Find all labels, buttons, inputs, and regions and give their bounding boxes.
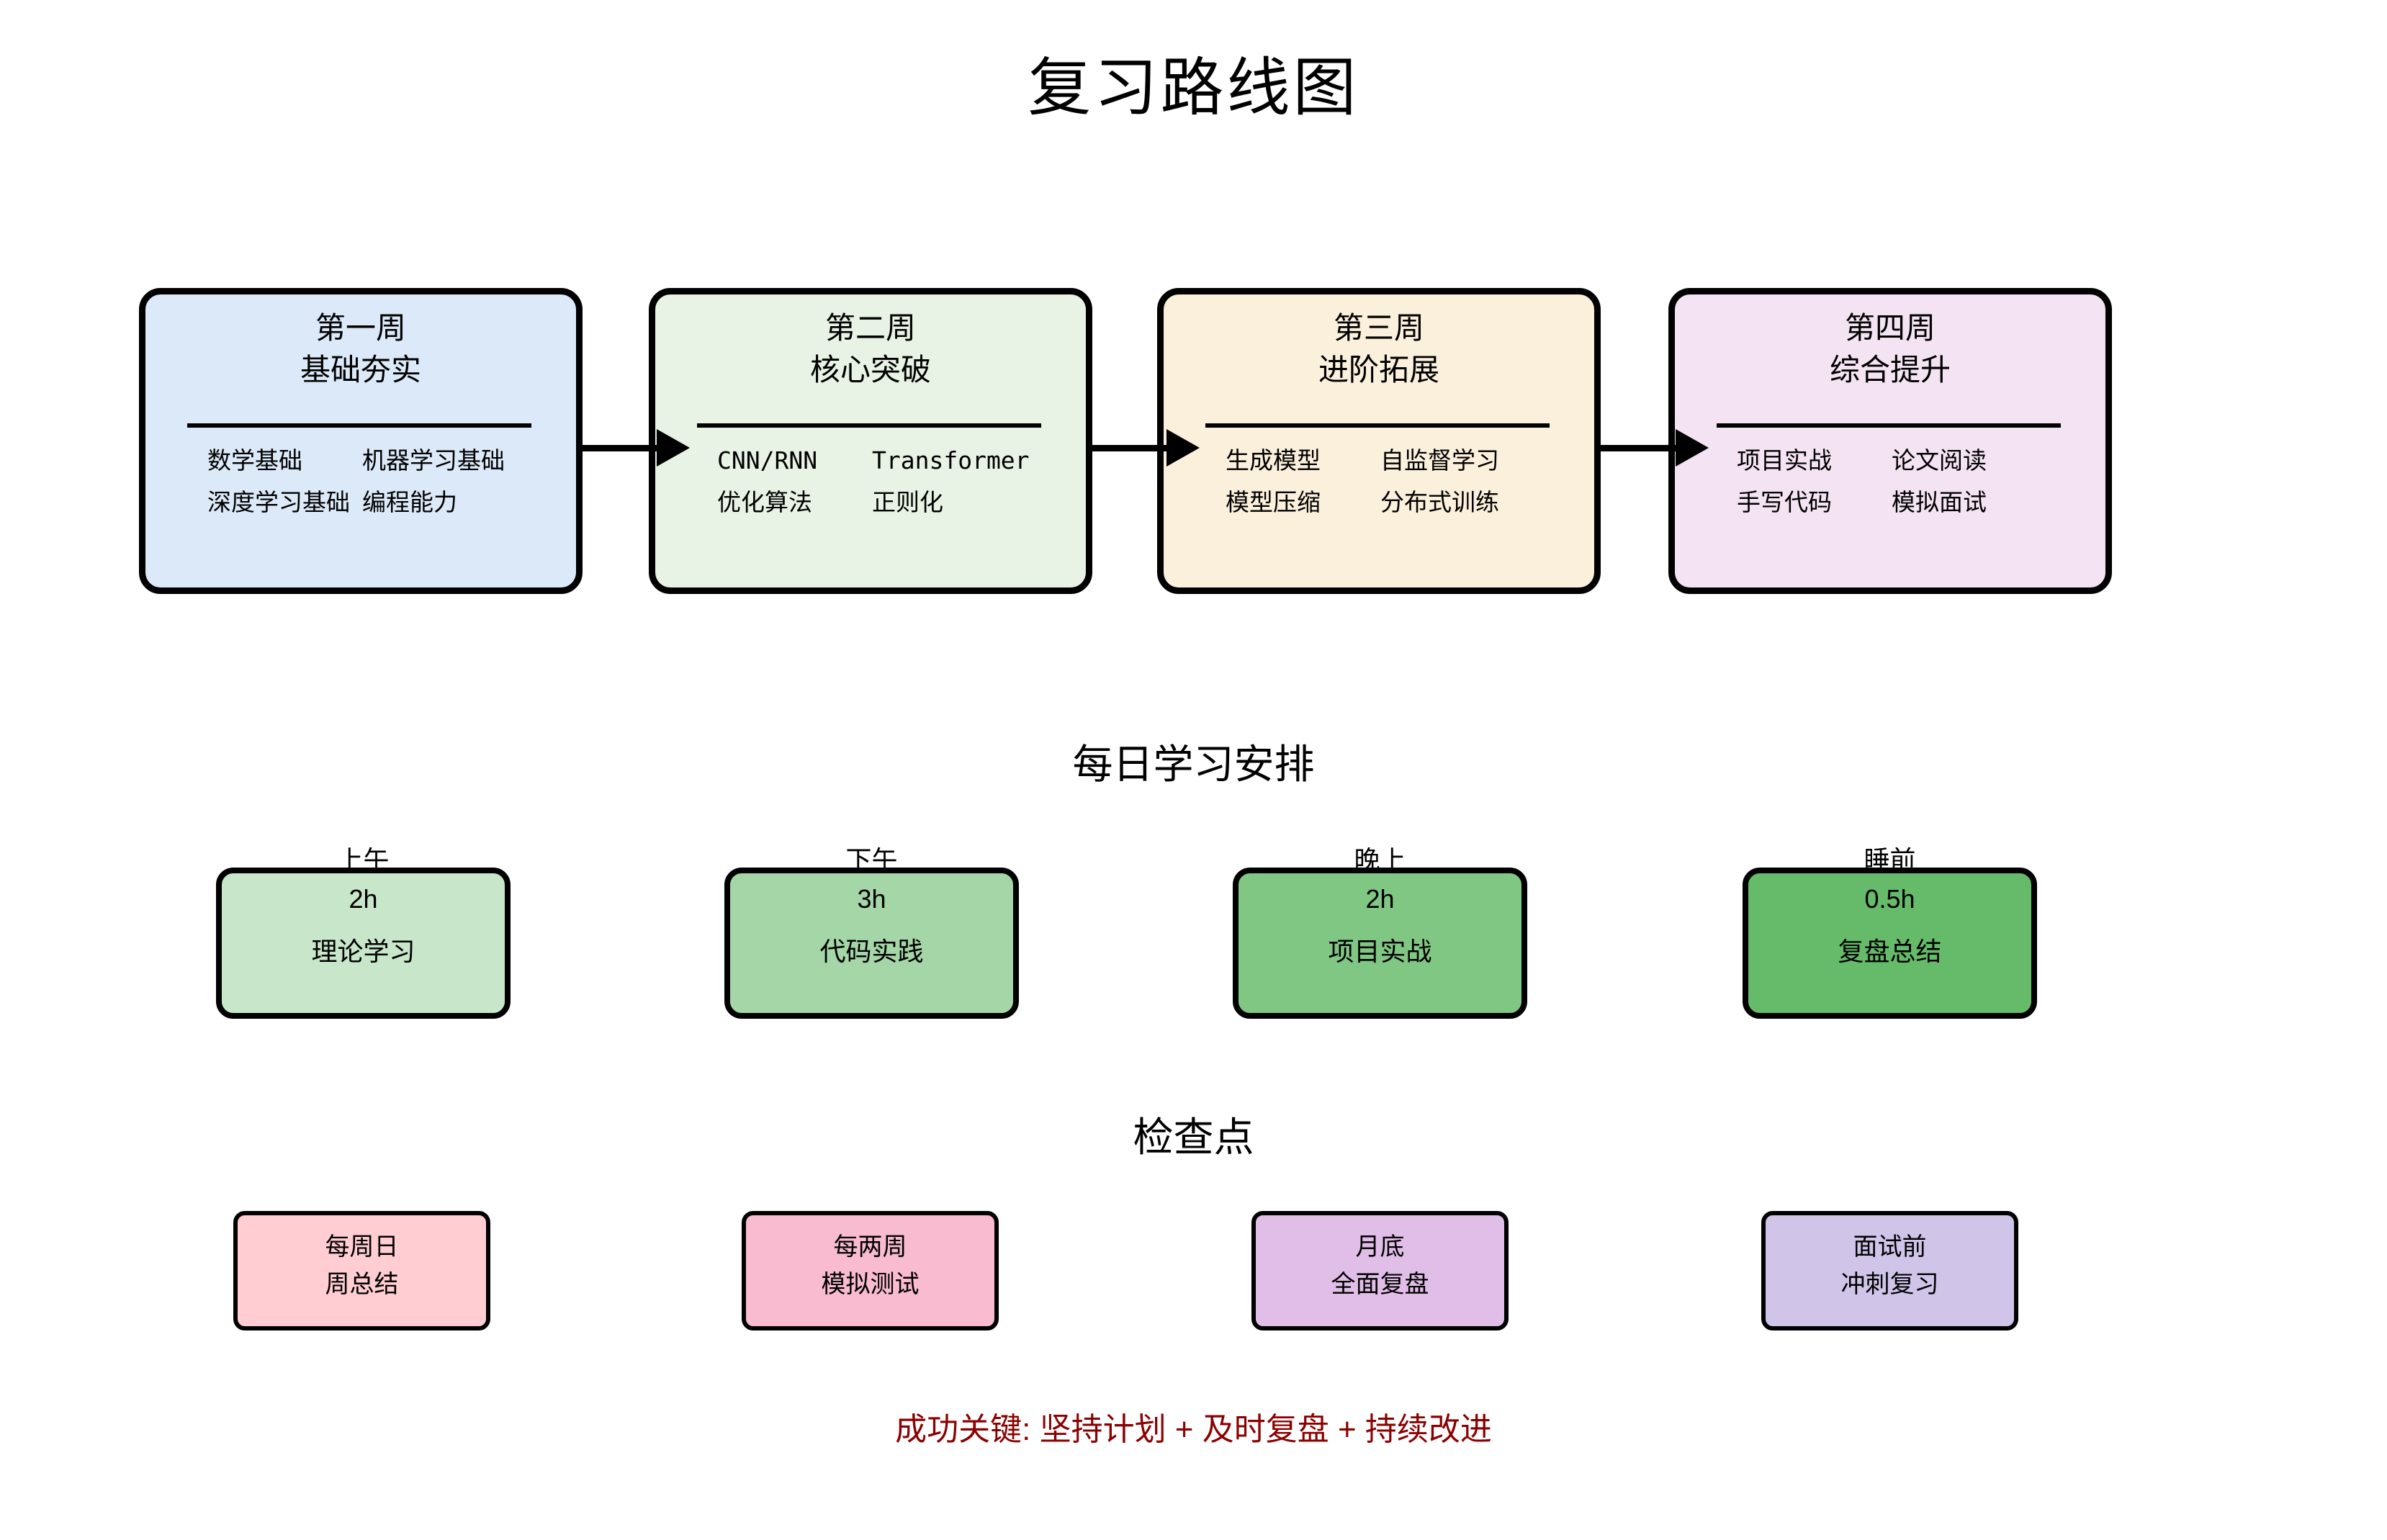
week-topic: Transformer [872,446,1030,474]
daily-slot-morning: 上午 2h 理论学习 [216,845,511,1019]
week-topic: 模型压缩 [1226,488,1321,516]
flow-arrow [1090,429,1205,467]
divider [187,423,531,428]
checkpoint-when: 每周日 [325,1233,399,1261]
week-focus: 基础夯实 [300,353,421,387]
arrow-shaft [580,445,660,451]
week-name: 第二周 [824,311,916,345]
week-name: 第三周 [1333,311,1424,345]
week-topic: 自监督学习 [1380,446,1499,474]
checkpoint-when: 面试前 [1853,1233,1927,1261]
daily-activity: 代码实践 [819,937,924,966]
week-topic: 正则化 [872,488,943,516]
week-topic: 手写代码 [1737,488,1832,516]
week-card-title: 第二周 核心突破 [655,307,1086,391]
checkpoint-what: 周总结 [325,1271,399,1298]
checkpoint-text: 面试前 冲刺复习 [1766,1215,2014,1303]
daily-slot-afternoon: 下午 3h 代码实践 [724,845,1019,1019]
daily-slot-head: 上午 2h [222,841,505,919]
week-name: 第四周 [1844,311,1936,345]
daily-period: 睡前 [1864,845,1916,875]
daily-activity: 项目实战 [1328,937,1432,966]
daily-schedule-heading: 每日学习安排 [1072,742,1315,787]
daily-duration: 0.5h [1864,884,1915,914]
divider [1717,423,2061,428]
checkpoint-month-end: 月底 全面复盘 [1251,1211,1509,1330]
week-name: 第一周 [315,311,406,345]
daily-period: 晚上 [1354,845,1406,875]
week-card-title: 第一周 基础夯实 [145,307,576,391]
week-topic: 分布式训练 [1380,488,1499,516]
daily-slot-evening: 晚上 2h 项目实战 [1233,845,1527,1019]
checkpoint-what: 模拟测试 [821,1271,920,1298]
daily-activity: 复盘总结 [1838,937,1942,966]
checkpoint-biweekly: 每两周 模拟测试 [742,1211,999,1330]
week-focus: 核心突破 [809,353,931,387]
week-card-4: 第四周 综合提升 项目实战 论文阅读 手写代码 模拟面试 [1668,288,2112,594]
divider [697,423,1041,428]
arrow-right-icon [1676,429,1709,467]
daily-period: 上午 [337,845,390,875]
checkpoint-text: 月底 全面复盘 [1256,1215,1504,1303]
daily-slot-head: 晚上 2h [1239,841,1521,919]
page-title: 复习路线图 [1028,52,1359,123]
daily-slot-head: 睡前 0.5h [1748,841,2031,919]
flow-arrow [1599,429,1714,467]
checkpoint-when: 月底 [1355,1233,1405,1261]
week-topic: 项目实战 [1737,446,1832,474]
divider [1205,423,1550,428]
week-topic: 深度学习基础 [207,488,350,516]
checkpoint-what: 全面复盘 [1331,1271,1429,1298]
checkpoint-pre-interview: 面试前 冲刺复习 [1761,1211,2018,1330]
arrow-right-icon [657,429,690,467]
daily-duration: 3h [857,884,886,914]
arrow-shaft [1599,445,1678,451]
daily-slot-before-sleep: 睡前 0.5h 复盘总结 [1743,845,2037,1019]
success-key-note: 成功关键: 坚持计划 + 及时复盘 + 持续改进 [895,1412,1492,1447]
week-topic: 论文阅读 [1892,446,1987,474]
flow-arrow [580,429,696,467]
week-card-title: 第四周 综合提升 [1675,307,2105,391]
week-topic: 生成模型 [1226,446,1321,474]
week-card-2: 第二周 核心突破 CNN/RNN Transformer 优化算法 正则化 [649,288,1092,594]
week-topic: 模拟面试 [1892,488,1987,516]
arrow-right-icon [1166,429,1200,467]
daily-slot-head: 下午 3h [730,841,1013,919]
checkpoint-weekly: 每周日 周总结 [233,1211,490,1330]
week-card-3: 第三周 进阶拓展 生成模型 自监督学习 模型压缩 分布式训练 [1157,288,1601,594]
week-topic: 编程能力 [362,488,457,516]
checkpoint-what: 冲刺复习 [1840,1271,1939,1298]
checkpoint-when: 每两周 [833,1233,907,1261]
checkpoint-text: 每周日 周总结 [238,1215,486,1303]
week-focus: 综合提升 [1829,353,1951,387]
week-topic: 机器学习基础 [362,446,505,474]
daily-period: 下午 [845,845,898,875]
checkpoints-heading: 检查点 [1133,1115,1254,1160]
daily-duration: 2h [1365,884,1395,914]
week-focus: 进阶拓展 [1318,353,1439,387]
daily-activity: 理论学习 [311,937,415,966]
week-topic: 数学基础 [207,446,302,474]
week-card-title: 第三周 进阶拓展 [1164,307,1594,391]
week-topic: 优化算法 [717,488,812,516]
arrow-shaft [1090,445,1169,451]
week-card-1: 第一周 基础夯实 数学基础 机器学习基础 深度学习基础 编程能力 [139,288,583,594]
checkpoint-text: 每两周 模拟测试 [746,1215,994,1303]
week-topic: CNN/RNN [717,446,818,474]
daily-duration: 2h [349,884,378,914]
